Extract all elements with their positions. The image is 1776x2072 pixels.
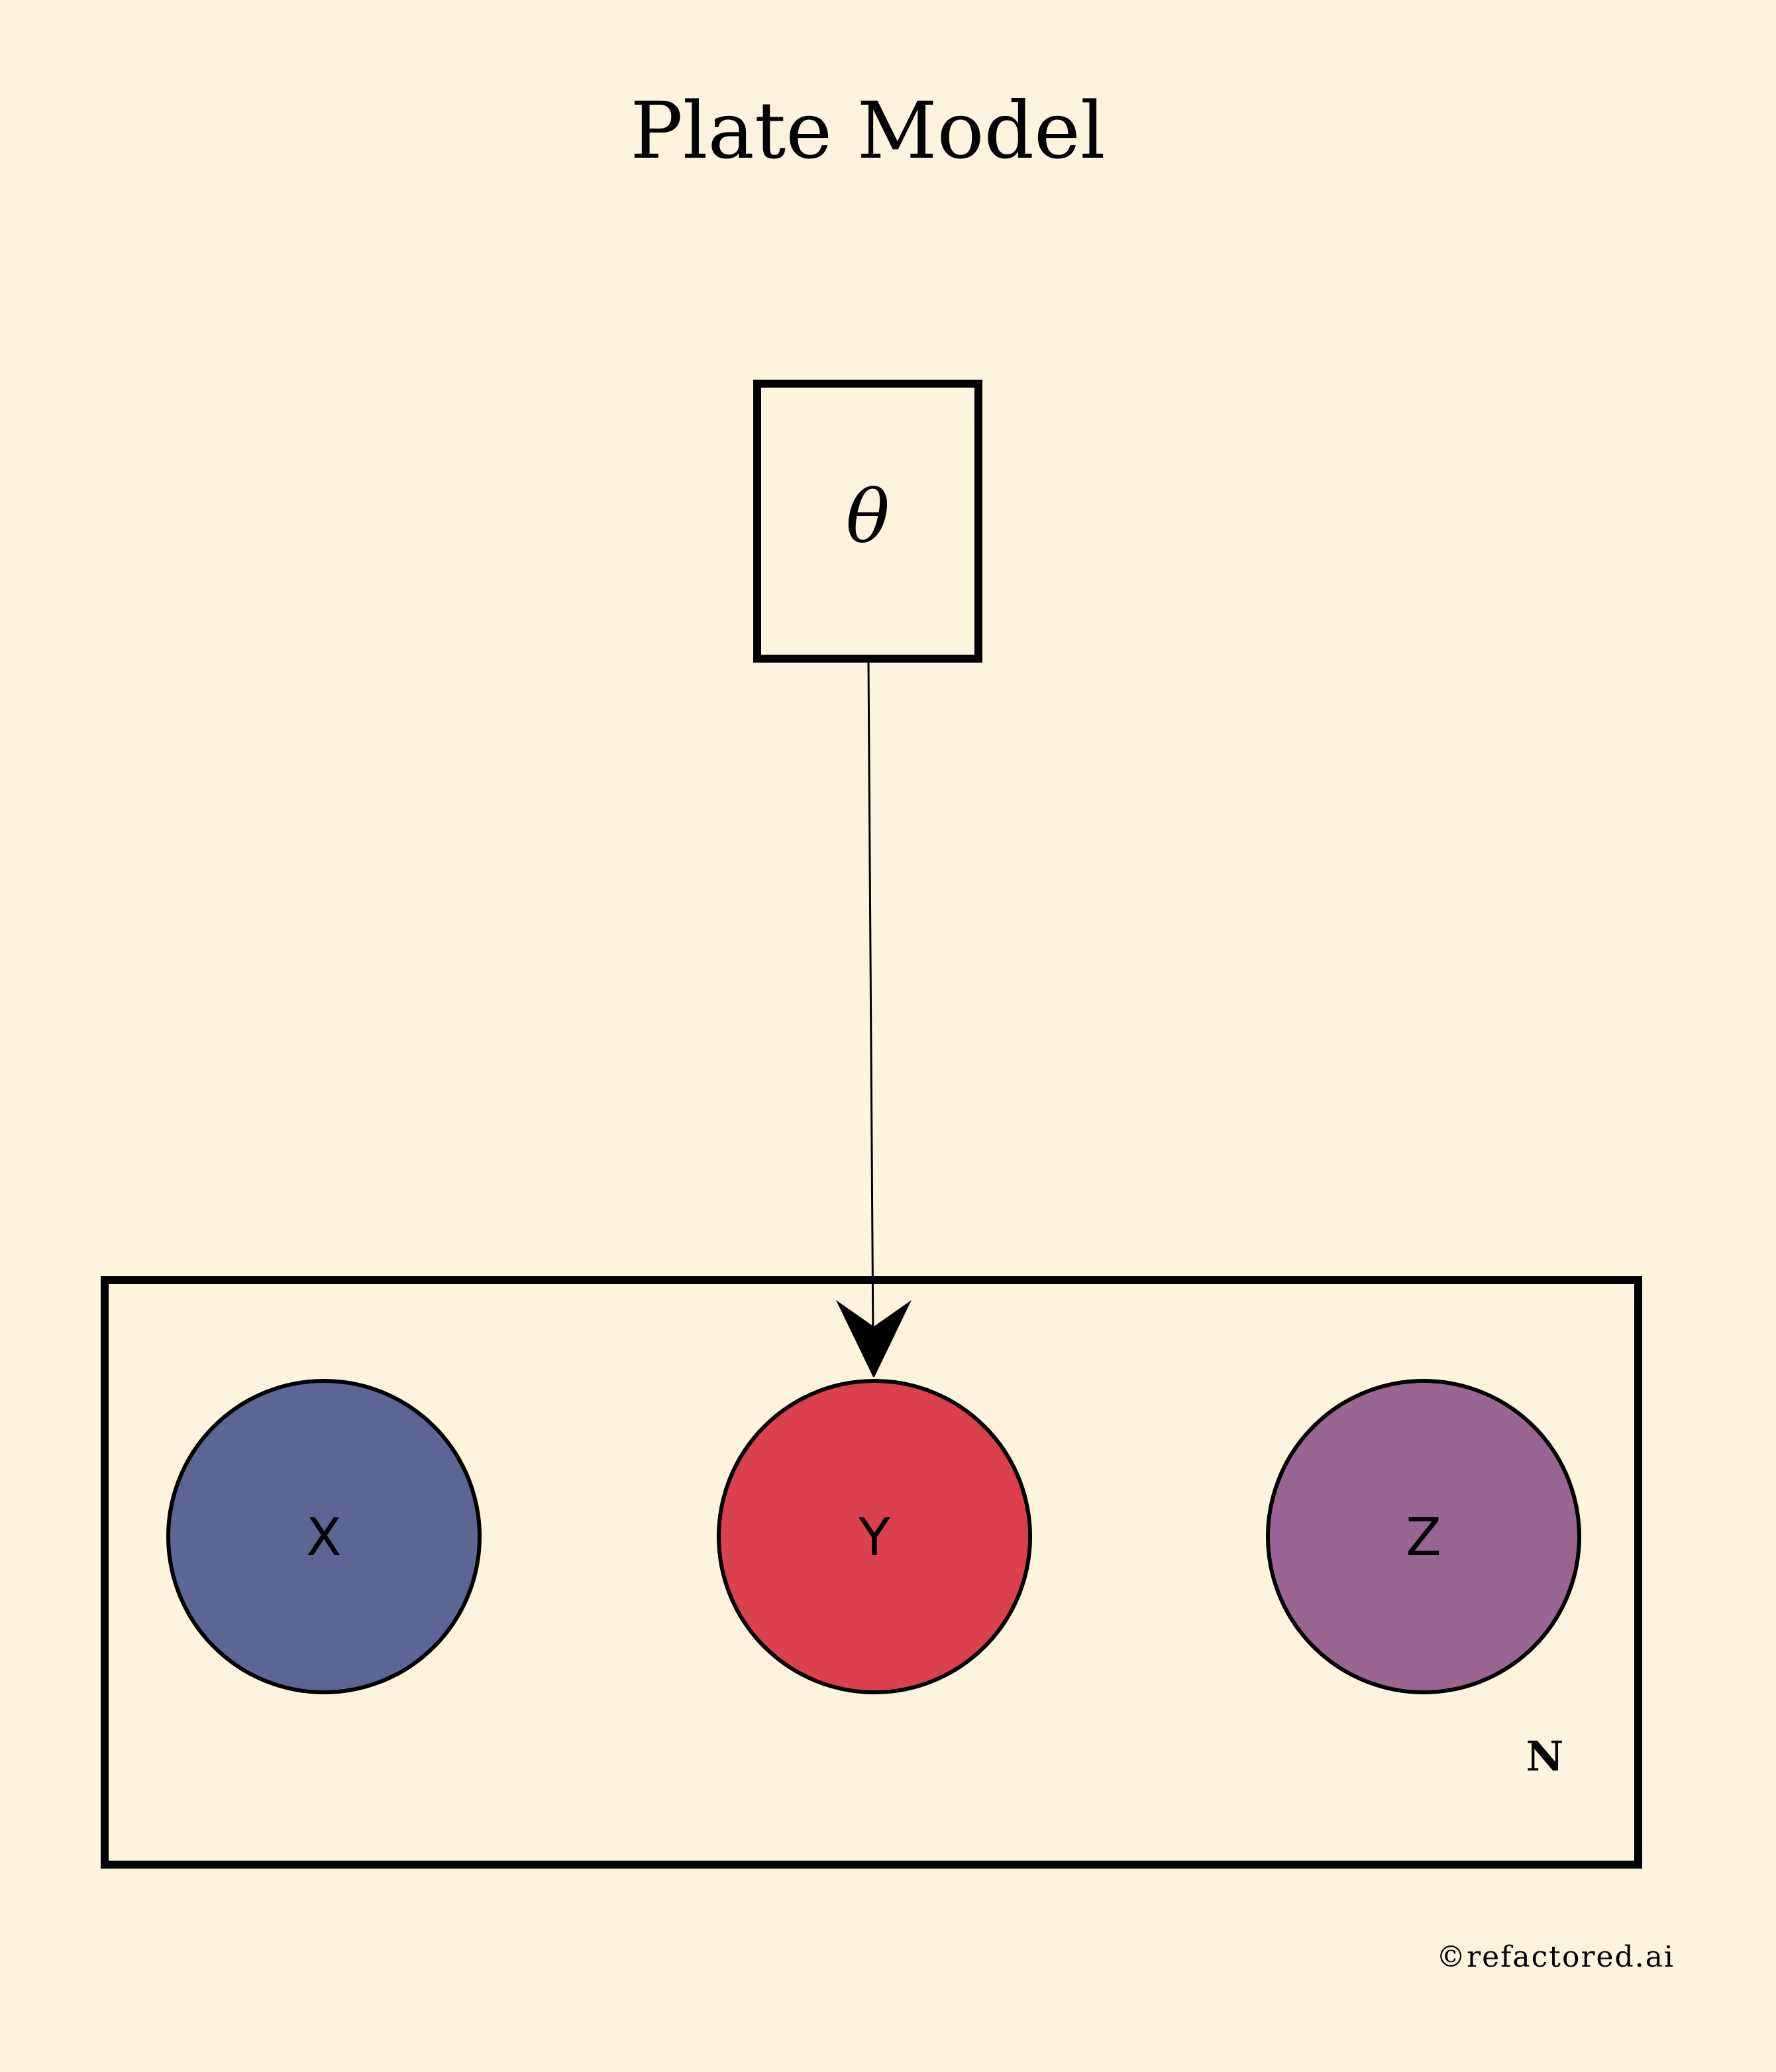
node-y-label: Y (858, 1508, 890, 1568)
node-x-label: X (306, 1508, 341, 1568)
plate-label: N (1526, 1732, 1564, 1780)
node-x-circle (166, 1379, 482, 1694)
node-z-circle (1266, 1379, 1581, 1694)
node-x[interactable]: X (166, 1379, 482, 1694)
plate-box (101, 1276, 1642, 1869)
node-y[interactable]: Y (717, 1379, 1032, 1694)
node-z-label: Z (1406, 1508, 1441, 1568)
arrowhead-icon (836, 1300, 912, 1377)
node-y-circle (717, 1379, 1032, 1694)
diagram-title: Plate Model (630, 85, 1105, 176)
theta-node-box (753, 380, 982, 663)
copyright-text: ©refactored.ai (1436, 1940, 1675, 1974)
plate-n: N (101, 1276, 1642, 1869)
edge-line (867, 662, 874, 1339)
node-z[interactable]: Z (1266, 1379, 1581, 1694)
theta-node-label: θ (846, 474, 890, 559)
theta-node[interactable]: θ (753, 380, 982, 663)
edge-theta-to-y (836, 662, 912, 1377)
